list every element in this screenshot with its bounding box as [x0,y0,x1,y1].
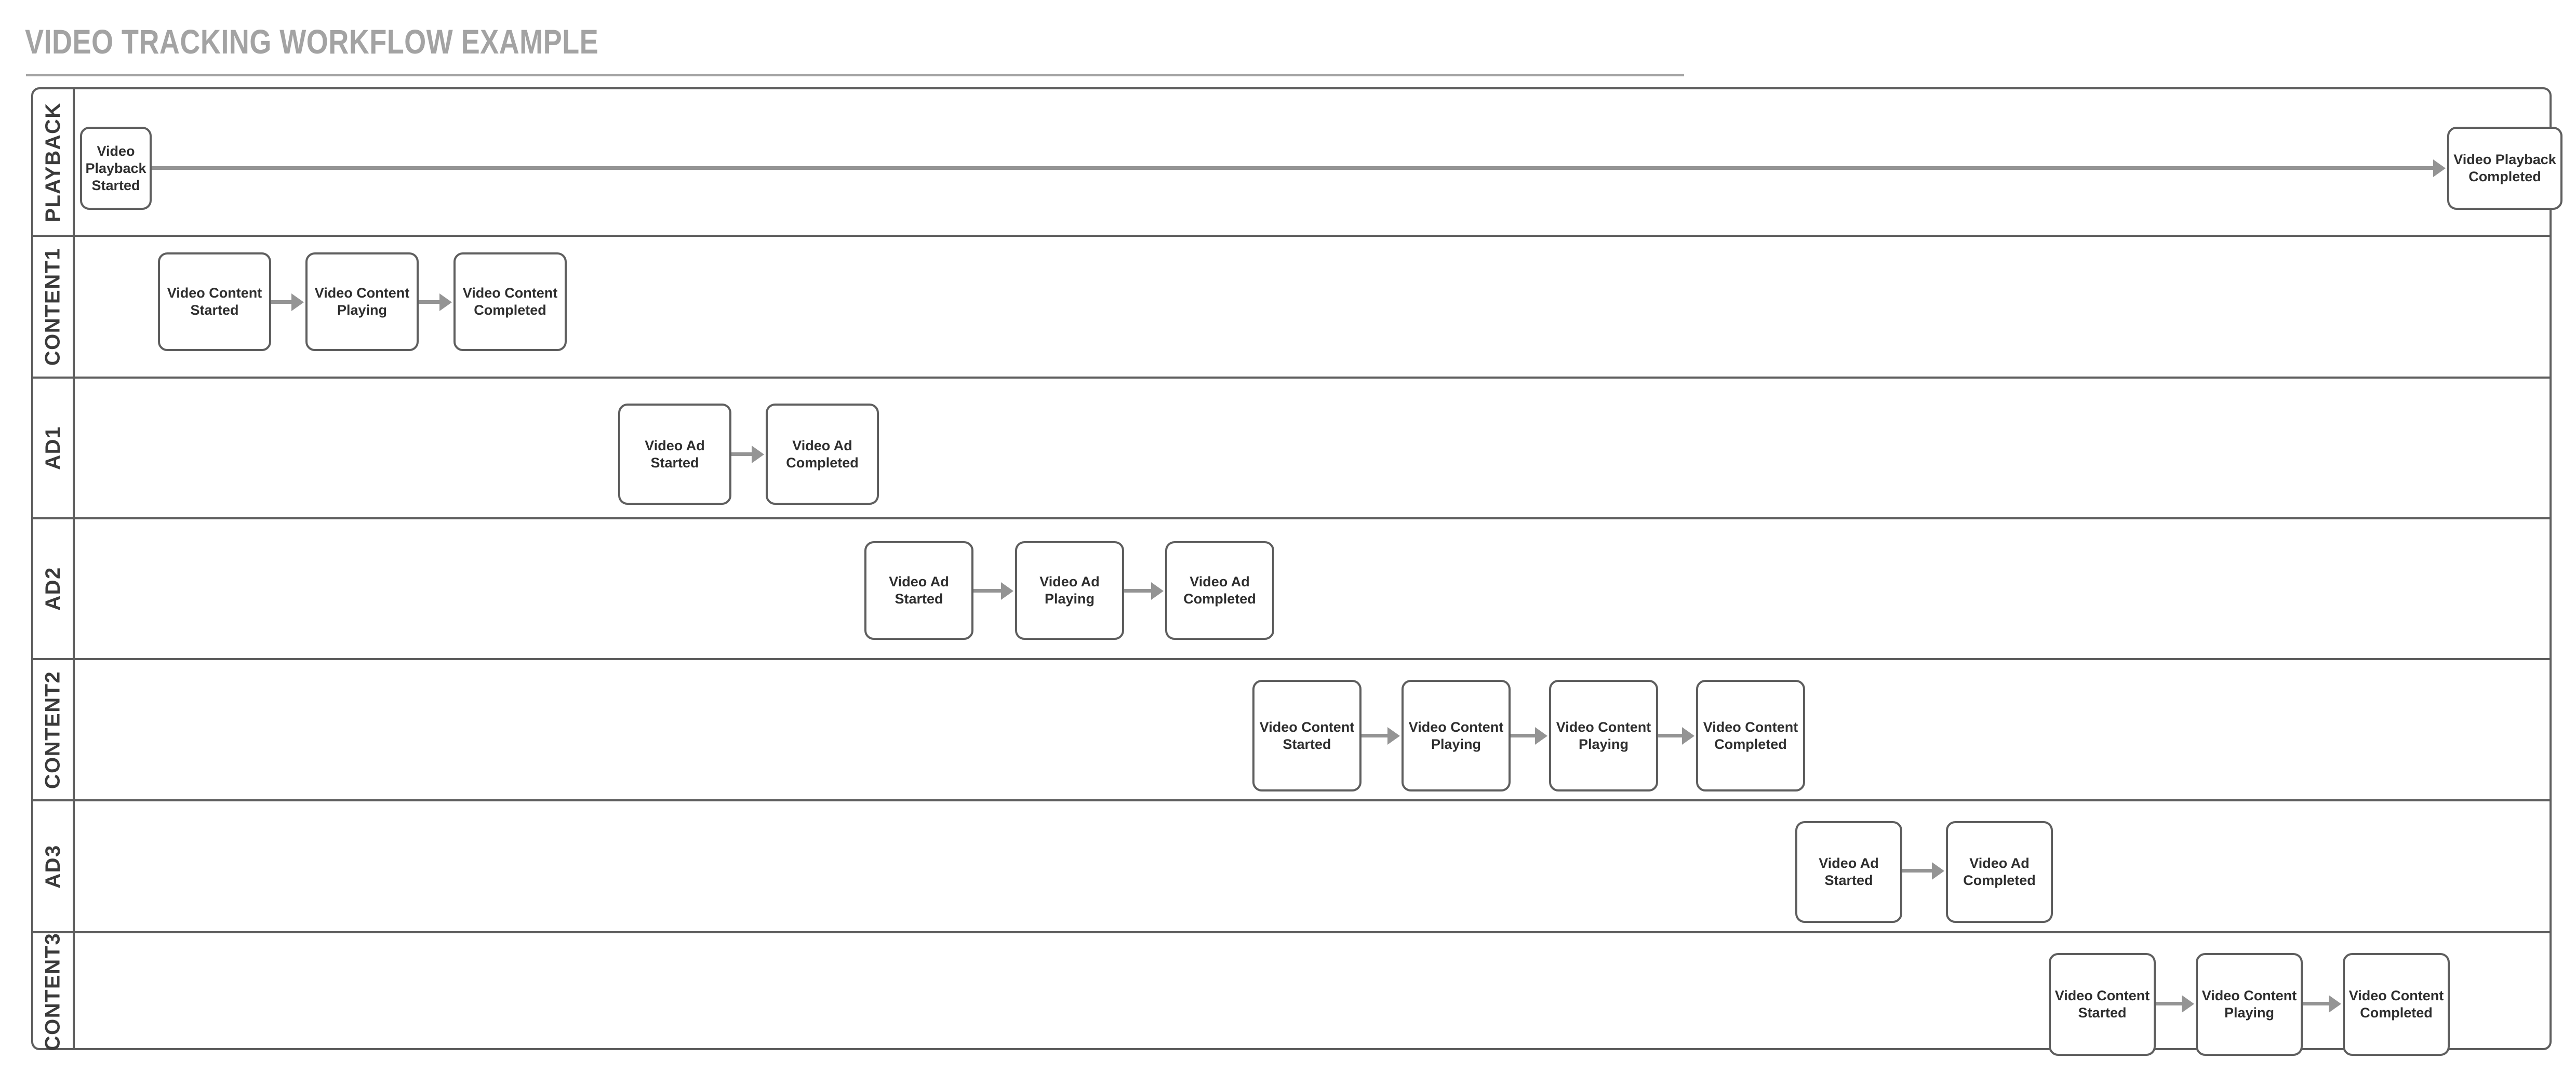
lane-label-cell-ad3: AD3 [33,801,75,931]
connector-arrow-c2-started-to-c2-playing-1 [1362,734,1389,737]
node-playback-completed[interactable]: Video Playback Completed [2447,127,2562,210]
node-ad3-started[interactable]: Video Ad Started [1795,821,1902,923]
lane-label-cell-content2: CONTENT2 [33,660,75,799]
lane-label-cell-content3: CONTENT3 [33,932,75,1051]
connector-arrow-playback-started-to-playback-completed [152,166,2435,170]
connector-arrow-c2-playing-1-to-c2-playing-2 [1511,734,1537,737]
node-ad2-started[interactable]: Video Ad Started [864,541,973,640]
lane-label-ad1: AD1 [41,426,64,470]
node-ad3-completed[interactable]: Video Ad Completed [1946,821,2053,923]
lane-body-content1: Video Content Started Video Content Playi… [75,237,2550,377]
lane-body-ad3: Video Ad Started Video Ad Completed [75,801,2550,931]
lane-body-ad1: Video Ad Started Video Ad Completed [75,379,2550,517]
node-c2-playing-1[interactable]: Video Content Playing [1402,680,1511,791]
node-playback-started[interactable]: Video Playback Started [80,127,152,210]
lane-label-cell-ad1: AD1 [33,379,75,517]
node-ad2-completed[interactable]: Video Ad Completed [1165,541,1274,640]
lane-body-content2: Video Content Started Video Content Playi… [75,660,2550,799]
connector-arrow-c2-playing-2-to-c2-completed [1658,734,1684,737]
lane-label-cell-content1: CONTENT1 [33,237,75,377]
node-ad2-playing[interactable]: Video Ad Playing [1015,541,1124,640]
connector-arrow-c1-playing-to-c1-completed [419,300,441,304]
connector-arrow-ad1-started-to-ad1-completed [731,452,753,456]
lane-label-ad2: AD2 [41,567,64,611]
connector-arrow-ad3-started-to-ad3-completed [1902,869,1933,873]
lane-label-playback: PLAYBACK [41,102,64,222]
title-divider-rule [26,74,1684,76]
node-c2-started[interactable]: Video Content Started [1252,680,1362,791]
lane-body-content3: Video Content Started Video Content Playi… [75,933,2550,1056]
lane-label-content1: CONTENT1 [41,247,64,366]
node-c3-completed[interactable]: Video Content Completed [2343,953,2450,1056]
swimlane-ad3: AD3 Video Ad Started Video Ad Completed [33,799,2550,931]
lane-body-playback: Video Playback Started Video Playback Com… [75,89,2562,235]
connector-arrow-c3-playing-to-c3-completed [2303,1002,2330,1005]
connector-arrow-c3-started-to-c3-playing [2156,1002,2183,1005]
swimlane-ad1: AD1 Video Ad Started Video Ad Completed [33,377,2550,517]
connector-arrow-ad2-playing-to-ad2-completed [1124,589,1153,593]
lane-label-content3: CONTENT3 [41,932,64,1051]
connector-arrow-c1-started-to-c1-playing [271,300,293,304]
lane-label-content2: CONTENT2 [41,670,64,789]
node-c1-playing[interactable]: Video Content Playing [305,252,419,351]
node-c1-started[interactable]: Video Content Started [158,252,271,351]
page-title: VIDEO TRACKING WORKFLOW EXAMPLE [25,22,599,61]
node-ad1-completed[interactable]: Video Ad Completed [766,404,879,505]
node-c2-playing-2[interactable]: Video Content Playing [1549,680,1658,791]
node-c3-started[interactable]: Video Content Started [2049,953,2156,1056]
node-c1-completed[interactable]: Video Content Completed [453,252,567,351]
lane-body-ad2: Video Ad Started Video Ad Playing Video Ad… [75,519,2550,658]
lane-label-cell-playback: PLAYBACK [33,89,75,235]
lane-label-ad3: AD3 [41,844,64,889]
node-c3-playing[interactable]: Video Content Playing [2196,953,2303,1056]
connector-arrow-ad2-started-to-ad2-playing [973,589,1003,593]
node-ad1-started[interactable]: Video Ad Started [618,404,731,505]
lane-label-cell-ad2: AD2 [33,519,75,658]
node-c2-completed[interactable]: Video Content Completed [1696,680,1805,791]
